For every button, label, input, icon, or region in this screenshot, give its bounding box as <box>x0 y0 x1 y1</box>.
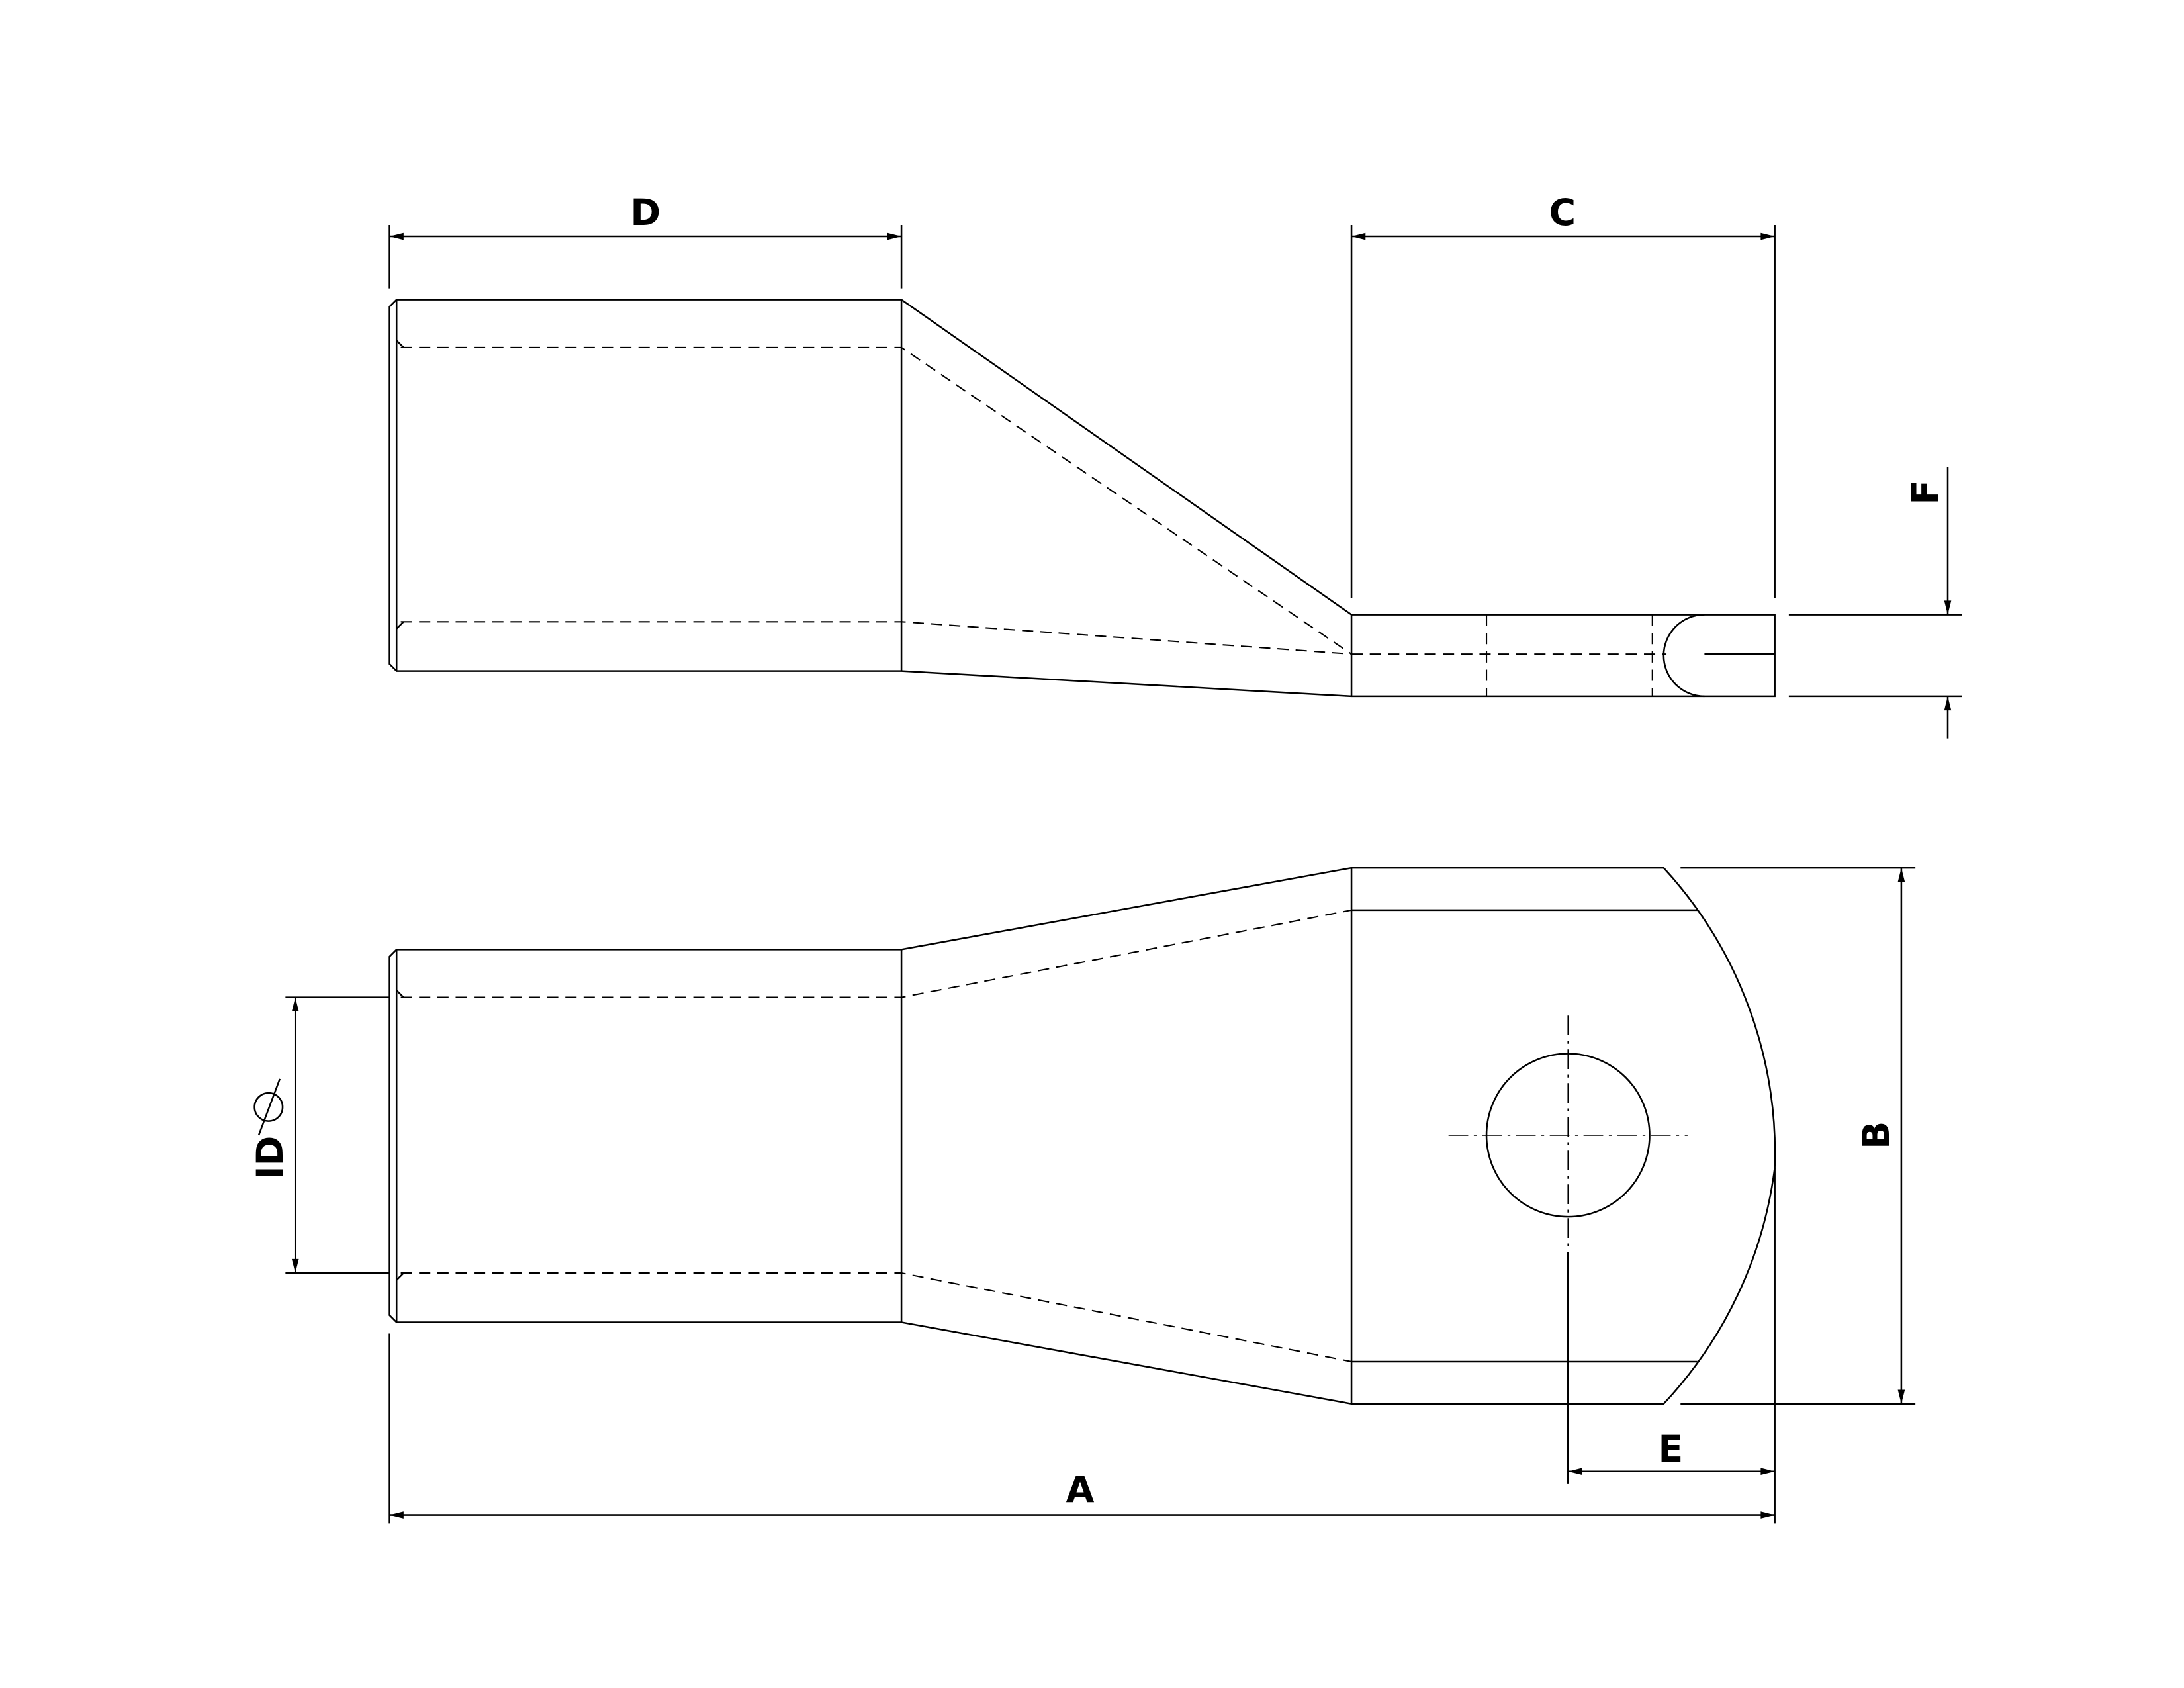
side-view <box>388 299 1776 698</box>
dimension-e: E <box>1567 1167 1776 1524</box>
dimension-f: F <box>1788 467 1962 739</box>
dimension-d: D <box>388 192 903 289</box>
dimension-b: B <box>1680 867 1916 1405</box>
dimension-label-d: D <box>630 192 660 234</box>
dimension-label-a: A <box>1066 1469 1095 1511</box>
dimension-label-c: C <box>1549 192 1576 234</box>
plan-view <box>388 867 1776 1405</box>
dimension-a: A <box>388 1333 1775 1524</box>
dimension-label-e: E <box>1659 1429 1684 1471</box>
dimension-c: C <box>1350 192 1776 598</box>
dimension-id: ID <box>250 996 390 1274</box>
diameter-symbol-icon <box>253 1078 284 1136</box>
dimension-label-f: F <box>1905 480 1947 505</box>
dimension-label-b: B <box>1856 1121 1898 1149</box>
dimension-label-id: ID <box>250 1136 292 1180</box>
